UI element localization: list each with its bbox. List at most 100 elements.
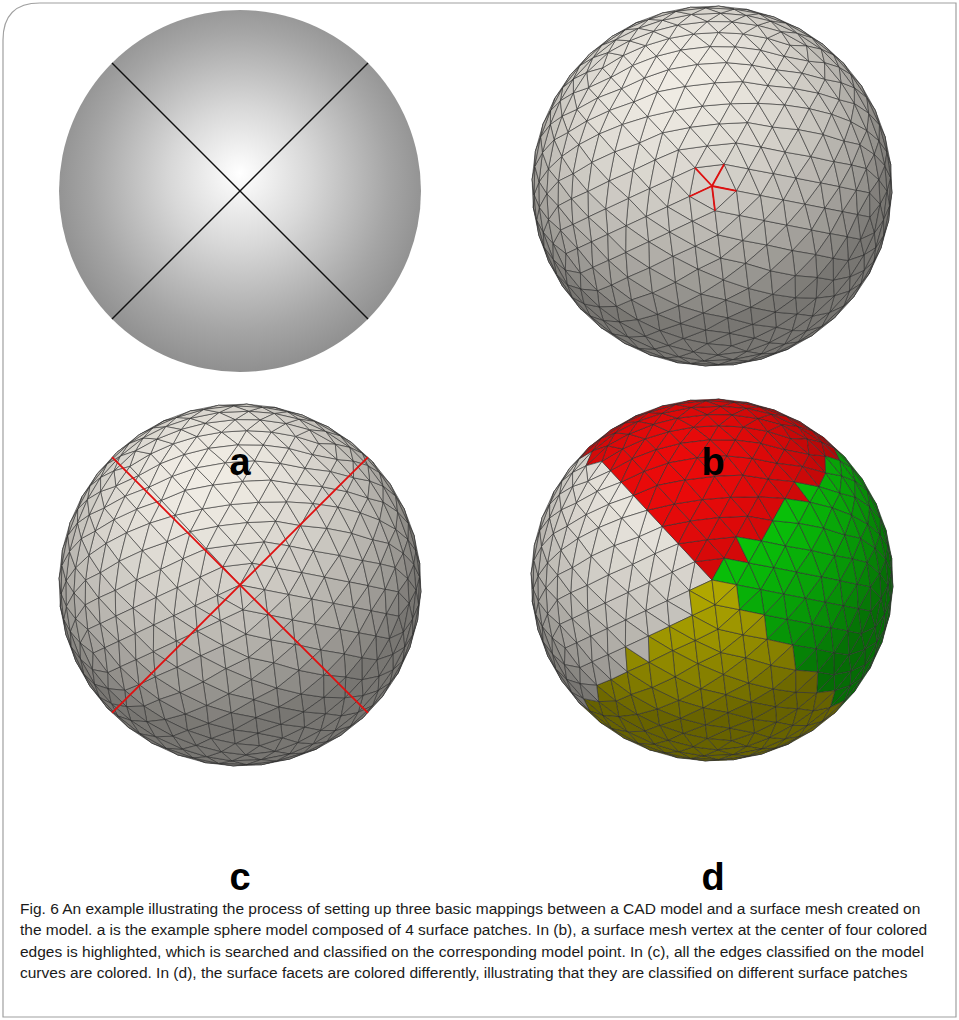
mesh-facet bbox=[875, 548, 886, 573]
mesh-facet bbox=[351, 706, 373, 726]
mesh-facet bbox=[340, 607, 359, 633]
mesh-facet bbox=[657, 480, 685, 504]
mesh-facet bbox=[670, 221, 696, 246]
mesh-facet bbox=[625, 636, 649, 662]
mesh-facet bbox=[108, 673, 125, 691]
mesh-facet bbox=[538, 588, 547, 614]
mesh-facet bbox=[597, 685, 616, 701]
mesh-facet bbox=[768, 86, 794, 105]
mesh-facet bbox=[657, 87, 685, 111]
mesh-facet bbox=[675, 269, 701, 294]
mesh-facet bbox=[807, 46, 825, 63]
mesh-facet bbox=[632, 450, 656, 472]
mesh-facet bbox=[795, 276, 817, 298]
mesh-facet bbox=[740, 610, 765, 635]
mesh-facet bbox=[577, 248, 592, 273]
mesh-facet bbox=[817, 672, 834, 693]
mesh-facet bbox=[290, 743, 313, 754]
mesh-facet bbox=[638, 743, 665, 753]
mesh-facet bbox=[114, 496, 137, 519]
mesh-facet bbox=[638, 743, 665, 753]
mesh-facet bbox=[76, 619, 88, 643]
mesh-facet bbox=[693, 344, 717, 355]
mesh-facet bbox=[251, 663, 276, 688]
cad-sphere bbox=[59, 10, 421, 372]
mesh-facet bbox=[247, 502, 275, 522]
mesh-facet bbox=[874, 154, 884, 179]
mesh-facet bbox=[639, 348, 666, 358]
mesh-facet bbox=[592, 433, 615, 451]
mesh-facet bbox=[771, 251, 796, 276]
mesh-facet bbox=[847, 237, 860, 261]
mesh-facet bbox=[663, 110, 691, 132]
mesh-facet bbox=[601, 423, 625, 439]
mesh-facet bbox=[719, 360, 748, 365]
mesh-facet bbox=[607, 629, 625, 655]
mesh-facet bbox=[639, 348, 666, 358]
mesh-facet bbox=[609, 260, 628, 285]
mesh-facet bbox=[657, 314, 680, 330]
mesh-facet bbox=[884, 206, 890, 235]
mesh-facet bbox=[675, 664, 701, 689]
mesh-facet bbox=[867, 98, 879, 125]
mesh-facet bbox=[746, 658, 771, 683]
mesh-facet bbox=[868, 491, 881, 518]
mesh-facet bbox=[701, 689, 726, 708]
mesh-facet bbox=[203, 669, 229, 694]
mesh-facet bbox=[321, 650, 344, 675]
mesh-facet bbox=[274, 663, 299, 688]
mesh-facet bbox=[129, 428, 153, 444]
mesh-facet bbox=[580, 308, 601, 327]
mesh-facet bbox=[174, 616, 198, 641]
mesh-facet bbox=[303, 697, 325, 713]
mesh-facet bbox=[335, 444, 353, 461]
mesh-facet bbox=[796, 670, 818, 692]
mesh-facet bbox=[565, 270, 580, 289]
mesh-facet bbox=[822, 306, 844, 326]
mesh-facet bbox=[735, 440, 761, 458]
mesh-facet bbox=[314, 421, 340, 435]
mesh-facet bbox=[692, 615, 718, 640]
mesh-facet bbox=[840, 581, 857, 606]
mesh-facet bbox=[848, 609, 862, 634]
mesh-facet bbox=[217, 596, 243, 621]
mesh-facet bbox=[209, 713, 234, 730]
mesh-facet bbox=[816, 278, 833, 299]
mesh-facet bbox=[826, 473, 842, 493]
mesh-facet bbox=[108, 689, 127, 707]
mesh-facet bbox=[685, 83, 714, 106]
mesh-facet bbox=[628, 268, 653, 293]
mesh-facet bbox=[823, 114, 844, 141]
mesh-facet bbox=[825, 63, 841, 83]
mesh-facet bbox=[539, 194, 548, 220]
mesh-facet bbox=[728, 702, 753, 719]
mesh-facet bbox=[185, 714, 208, 730]
model-curve bbox=[112, 63, 368, 319]
mesh-facet bbox=[296, 484, 322, 503]
mesh-facet bbox=[303, 712, 325, 727]
mesh-facet bbox=[639, 526, 662, 553]
mesh-facet bbox=[840, 559, 857, 584]
mesh-facet bbox=[880, 518, 888, 546]
mesh-facet bbox=[616, 701, 637, 717]
mesh-facet bbox=[351, 706, 373, 726]
mesh-facet bbox=[408, 523, 416, 551]
mesh-facet bbox=[301, 504, 327, 529]
mesh-facet bbox=[833, 258, 848, 280]
mesh-facet bbox=[807, 46, 825, 63]
mesh-facet bbox=[891, 572, 893, 601]
mesh-facet bbox=[613, 334, 639, 348]
mesh-facet bbox=[133, 580, 156, 608]
mesh-facet bbox=[719, 497, 747, 517]
mesh-facet bbox=[101, 471, 116, 492]
mesh-facet bbox=[579, 703, 600, 722]
mesh-facet bbox=[119, 551, 142, 580]
panel-label: b bbox=[701, 443, 724, 481]
mesh-facet bbox=[359, 633, 376, 658]
mesh-facet bbox=[786, 23, 812, 37]
mesh-facet bbox=[695, 641, 721, 664]
mesh-facet bbox=[235, 420, 260, 431]
mesh-facet bbox=[546, 563, 558, 588]
mesh-facet bbox=[818, 653, 834, 675]
mesh-facet bbox=[543, 642, 555, 669]
